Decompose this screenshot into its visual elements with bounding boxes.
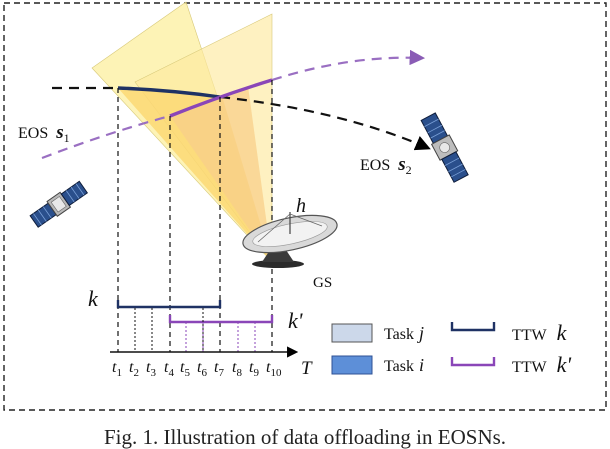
tick-label: t10 bbox=[266, 359, 282, 379]
tick-label: t7 bbox=[214, 359, 224, 379]
beam-overlap-2 bbox=[170, 86, 272, 262]
ground-station-label: GS bbox=[313, 275, 332, 291]
tick-label: t6 bbox=[197, 359, 207, 379]
tick-guides-purple bbox=[185, 322, 256, 352]
tick-labels: t1 t2 t3 t4 t5 t6 t7 t8 t9 t10 bbox=[112, 359, 282, 379]
ttw-kprime-bracket bbox=[168, 315, 274, 324]
tick-label: t8 bbox=[232, 359, 242, 379]
tick-label: t9 bbox=[249, 359, 259, 379]
eos1-track-solid bbox=[117, 86, 221, 99]
satellite-s2-icon bbox=[420, 112, 469, 183]
time-axis-label: T bbox=[301, 358, 313, 379]
eos2-label: EOS s2 bbox=[360, 154, 412, 177]
diagram-border bbox=[3, 2, 607, 411]
beam-overlap bbox=[118, 88, 272, 262]
ttw-k-label: k bbox=[88, 286, 99, 311]
tick-guides-black bbox=[134, 308, 204, 352]
imaging-beams bbox=[91, 1, 273, 263]
figure-caption: Fig. 1. Illustration of data offloading … bbox=[103, 425, 507, 449]
legend-task-i-swatch bbox=[331, 355, 373, 375]
eos2-track-left bbox=[41, 114, 171, 160]
eos2-track-right bbox=[271, 49, 426, 82]
tick-label: t2 bbox=[129, 359, 139, 379]
tick-label: t1 bbox=[112, 359, 122, 379]
eos1-track-right bbox=[219, 95, 431, 151]
elevation-label: h bbox=[296, 195, 306, 217]
legend-task-j-swatch bbox=[331, 323, 373, 343]
tick-label: t3 bbox=[146, 359, 156, 379]
ttw-k-bracket bbox=[116, 300, 222, 309]
satellite-s1-icon bbox=[29, 180, 89, 228]
legend-ttw-k-bracket bbox=[450, 322, 496, 332]
tick-label: t5 bbox=[180, 359, 190, 379]
tick-label: t4 bbox=[164, 359, 174, 379]
legend-ttw-kprime-bracket bbox=[450, 357, 496, 367]
ground-station-dish-icon bbox=[242, 212, 338, 268]
ttw-kprime-label: k' bbox=[288, 308, 303, 333]
eos1-label: EOS s1 bbox=[18, 122, 70, 145]
